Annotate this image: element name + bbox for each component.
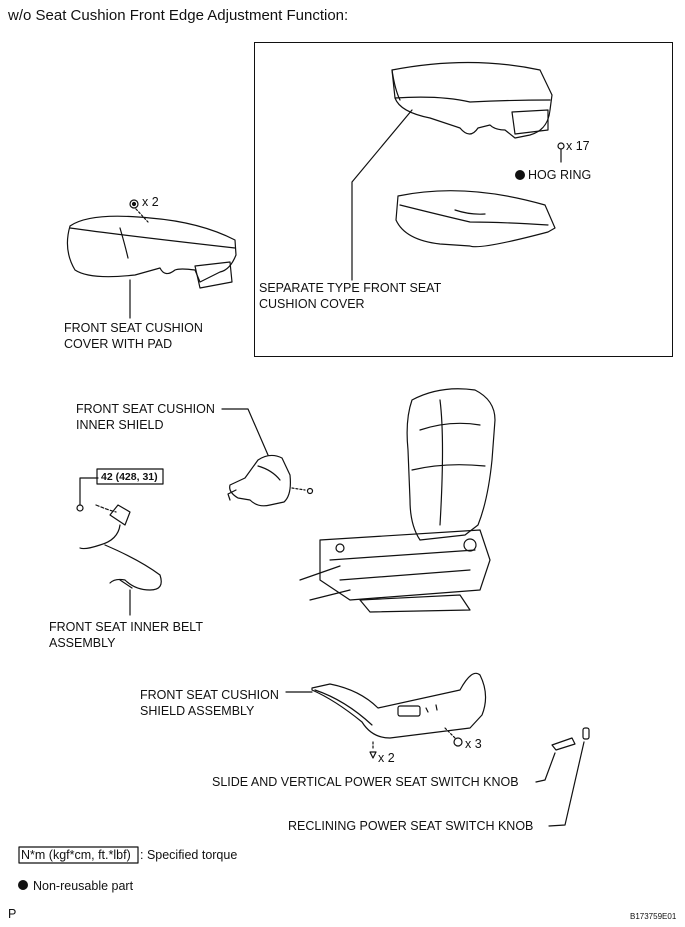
cover-pad-label-line2: COVER WITH PAD (64, 337, 173, 351)
shield-assy-label-line1: FRONT SEAT CUSHION (140, 688, 279, 702)
shield-bolt-qty: x 3 (465, 737, 482, 751)
inner-shield-label-line1: FRONT SEAT CUSHION (76, 402, 215, 416)
hog-ring-qty: x 17 (566, 139, 590, 153)
separate-cover-label-line2: CUSHION COVER (259, 297, 365, 311)
slide-knob-label: SLIDE AND VERTICAL POWER SEAT SWITCH KNO… (212, 775, 519, 789)
cushion-shield-assembly-illustration (311, 672, 487, 739)
inner-shield-illustration (227, 454, 291, 507)
nonreusable-legend-dot (18, 880, 28, 890)
shield-assy-label-line2: SHIELD ASSEMBLY (140, 704, 255, 718)
shield-bolt-x3-icon (453, 737, 463, 747)
torque-legend-box (18, 846, 139, 864)
torque-legend-text: : Specified torque (140, 848, 238, 862)
torque-legend-unit: N*m (kgf*cm, ft.*lbf) (21, 848, 131, 862)
hog-ring-icon (557, 142, 565, 163)
belt-bolt-icon (76, 504, 84, 512)
belt-label-line2: ASSEMBLY (49, 636, 116, 650)
separate-cover-top-illustration (391, 61, 553, 139)
belt-label-line1: FRONT SEAT INNER BELT (49, 620, 203, 634)
page-title: w/o Seat Cushion Front Edge Adjustment F… (8, 7, 349, 24)
hog-ring-label: HOG RING (528, 168, 592, 182)
cover-clip-qty: x 2 (142, 195, 159, 209)
cover-with-pad-illustration (66, 215, 237, 289)
inner-belt-illustration (79, 504, 162, 591)
shield-bolt-icon (306, 487, 314, 495)
slide-knob-illustration (551, 737, 576, 751)
separate-cover-bottom-illustration (395, 190, 556, 248)
separate-cover-label-line1: SEPARATE TYPE FRONT SEAT (259, 281, 442, 295)
shield-screw-qty: x 2 (378, 751, 395, 765)
nonreusable-legend-text: Non-reusable part (33, 879, 134, 893)
cover-pad-label-line1: FRONT SEAT CUSHION (64, 321, 203, 335)
reclining-knob-illustration (582, 727, 590, 740)
cover-clip-icon (129, 199, 149, 223)
shield-screw-icon (369, 751, 377, 759)
seat-assembly-illustration (299, 388, 496, 613)
reclining-knob-label: RECLINING POWER SEAT SWITCH KNOB (288, 819, 534, 833)
separate-cover-frame (254, 42, 673, 357)
nonreusable-dot-hog-ring (515, 170, 525, 180)
inner-shield-label-line2: INNER SHIELD (76, 418, 164, 432)
torque-value: 42 (428, 31) (101, 471, 158, 483)
footer-left: P (8, 907, 17, 921)
footer-code: B173759E01 (630, 912, 677, 921)
torque-box (96, 468, 164, 485)
